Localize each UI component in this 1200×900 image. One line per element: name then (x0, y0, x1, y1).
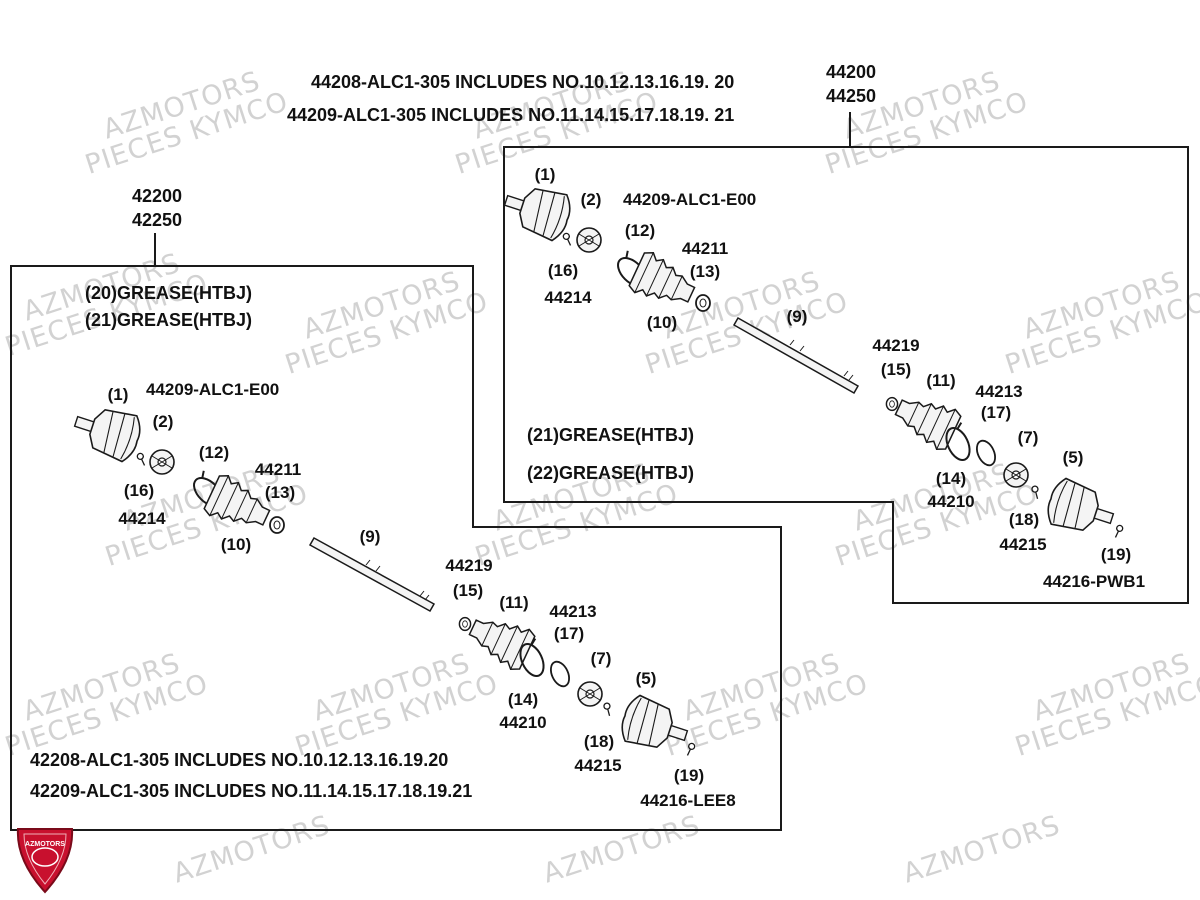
callout-15: (15) (880, 360, 912, 379)
callout-19: (19) (673, 766, 705, 785)
callout-5: (5) (1062, 448, 1084, 467)
callout-5: (5) (635, 669, 657, 688)
top-assembly-number-1: 44200 (825, 62, 877, 82)
outer-cv-joint (616, 692, 695, 760)
snap-ring (1030, 484, 1042, 501)
snap-ring (135, 451, 148, 468)
small-band (458, 616, 472, 632)
inner-cv-joint (497, 176, 576, 244)
top-kit-note-2: 44209-ALC1-305 INCLUDES NO.11.14.15.17.1… (287, 105, 735, 125)
bottom-kit-note-2: 42209-ALC1-305 INCLUDES NO.11.14.15.17.1… (30, 781, 473, 801)
callout-11: (11) (926, 371, 956, 390)
bottom-kit-note-1: 42208-ALC1-305 INCLUDES NO.10.12.13.16.1… (30, 750, 449, 770)
snap-ring (684, 741, 697, 758)
callout-9: (9) (359, 527, 381, 546)
part-number-44210: 44210 (499, 713, 547, 732)
part-number-44216-lee8: 44216-LEE8 (640, 791, 736, 810)
snap-ring (1112, 523, 1125, 540)
drive-shaft (732, 316, 860, 395)
callout-12: (12) (624, 221, 656, 240)
callout-16: (16) (547, 261, 579, 280)
bottom-assembly-number-1: 42200 (131, 186, 183, 206)
inner-boot (626, 248, 702, 316)
bearing-cage (1003, 462, 1029, 488)
callout-13: (13) (264, 483, 296, 502)
callout-14: (14) (507, 690, 539, 709)
part-number-44215: 44215 (574, 756, 622, 775)
callout-14: (14) (935, 469, 967, 488)
drive-shaft (308, 536, 436, 613)
small-band (885, 396, 899, 412)
top-grease-label-1: (21)GREASE(HTBJ) (527, 425, 695, 445)
bottom-grease-label-2: (21)GREASE(HTBJ) (85, 310, 253, 330)
callout-1: (1) (534, 165, 556, 184)
part-number-44209-alc1-e00: 44209-ALC1-E00 (623, 190, 757, 209)
snap-ring (602, 701, 614, 718)
outer-boot (462, 606, 538, 674)
bearing-cage (577, 681, 603, 707)
callout-17: (17) (553, 624, 585, 643)
top-grease-label-2: (22)GREASE(HTBJ) (527, 463, 695, 483)
callout-16: (16) (123, 481, 155, 500)
callout-18: (18) (1008, 510, 1040, 529)
outer-cv-joint (1042, 475, 1121, 543)
part-number-44219: 44219 (872, 336, 920, 355)
top-assembly-frame (503, 146, 1189, 604)
part-number-44209-alc1-e00: 44209-ALC1-E00 (146, 380, 280, 399)
part-number-44213: 44213 (549, 602, 597, 621)
part-number-44219: 44219 (445, 556, 493, 575)
callout-9: (9) (786, 307, 808, 326)
part-number-44211: 44211 (254, 460, 302, 479)
callout-19: (19) (1100, 545, 1132, 564)
logo-text: AZMOTORS (25, 841, 65, 848)
callout-2: (2) (152, 412, 174, 431)
small-band (695, 294, 711, 312)
part-number-44216-pwb1: 44216-PWB1 (1042, 572, 1146, 591)
snap-ring (561, 231, 574, 248)
callout-13: (13) (689, 262, 721, 281)
part-number-44213: 44213 (975, 382, 1023, 401)
bearing-cage (576, 227, 602, 253)
callout-1: (1) (107, 385, 129, 404)
bearing-cage (149, 449, 175, 475)
callout-2: (2) (580, 190, 602, 209)
callout-7: (7) (590, 649, 612, 668)
callout-15: (15) (452, 581, 484, 600)
callout-10: (10) (220, 535, 252, 554)
callout-12: (12) (198, 443, 230, 462)
retaining-ring (972, 436, 1000, 470)
callout-17: (17) (980, 403, 1012, 422)
logo: AZMOTORS (16, 828, 74, 894)
inner-cv-joint (67, 397, 146, 465)
small-band (269, 516, 285, 534)
top-assembly-number-2: 44250 (825, 86, 877, 106)
part-number-44214: 44214 (544, 288, 592, 307)
bottom-grease-label-1: (20)GREASE(HTBJ) (85, 283, 253, 303)
part-number-44210: 44210 (927, 492, 975, 511)
bottom-assembly-frame (10, 265, 782, 831)
part-number-44211: 44211 (681, 239, 729, 258)
callout-10: (10) (646, 313, 678, 332)
top-kit-note-1: 44208-ALC1-305 INCLUDES NO.10.12.13.16.1… (311, 72, 735, 92)
retaining-ring (546, 657, 574, 691)
outer-boot (888, 386, 964, 454)
part-number-44215: 44215 (999, 535, 1047, 554)
callout-7: (7) (1017, 428, 1039, 447)
callout-18: (18) (583, 732, 615, 751)
part-number-44214: 44214 (118, 509, 166, 528)
bottom-assembly-number-2: 42250 (131, 210, 183, 230)
callout-11: (11) (499, 593, 529, 612)
